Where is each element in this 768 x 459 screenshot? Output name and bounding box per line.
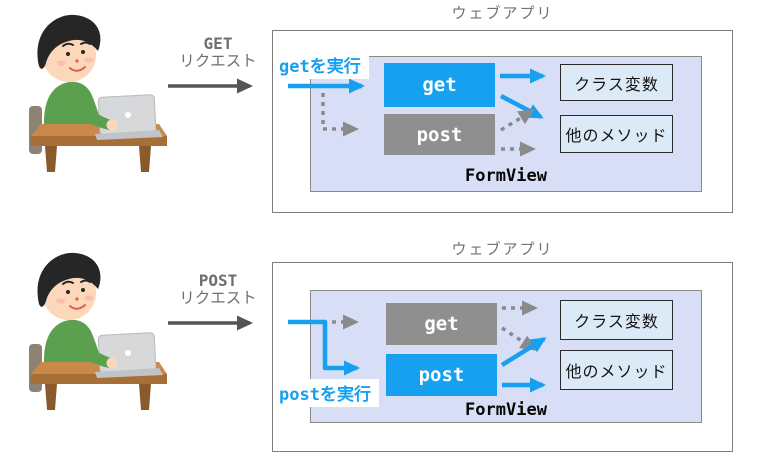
diagram-post-request: ウェブアプリ get post クラス変数 他のメソッド FormView PO…	[0, 230, 768, 459]
target-box-other-methods: 他のメソッド	[560, 115, 673, 153]
method-box-post: post	[384, 114, 495, 155]
method-label: post	[416, 123, 463, 146]
target-label: クラス変数	[574, 312, 659, 331]
target-box-class-variables: クラス変数	[560, 64, 673, 101]
target-box-class-variables: クラス変数	[560, 300, 673, 340]
method-label: get	[424, 313, 459, 335]
exec-label-post: postを実行	[276, 379, 379, 407]
method-label: post	[418, 364, 465, 386]
diagram-get-request: ウェブアプリ get post クラス変数 他のメソッド FormView GE…	[15, 4, 733, 213]
formview-label: FormView	[465, 400, 547, 420]
request-line1: GET	[203, 34, 233, 53]
target-box-other-methods: 他のメソッド	[560, 350, 673, 390]
target-label: クラス変数	[574, 74, 659, 94]
method-box-get: get	[384, 63, 495, 107]
person-at-laptop-icon	[29, 252, 167, 410]
webapp-title: ウェブアプリ	[451, 4, 554, 22]
webapp-title: ウェブアプリ	[451, 240, 554, 258]
target-label: 他のメソッド	[565, 362, 668, 381]
method-box-post: post	[386, 354, 497, 396]
request-label-get: GET リクエスト	[168, 34, 268, 71]
person-illustration	[15, 8, 175, 178]
exec-label-get: getを実行	[276, 51, 369, 79]
method-label: get	[422, 74, 457, 96]
target-label: 他のメソッド	[565, 126, 668, 145]
formview-label: FormView	[465, 166, 547, 186]
request-label-post: POST リクエスト	[168, 271, 268, 308]
request-line1: POST	[198, 271, 238, 290]
person-at-laptop-icon	[29, 14, 167, 172]
request-line2: リクエスト	[179, 289, 257, 308]
method-box-get: get	[386, 303, 497, 345]
person-illustration	[15, 246, 175, 416]
request-line2: リクエスト	[179, 52, 257, 71]
